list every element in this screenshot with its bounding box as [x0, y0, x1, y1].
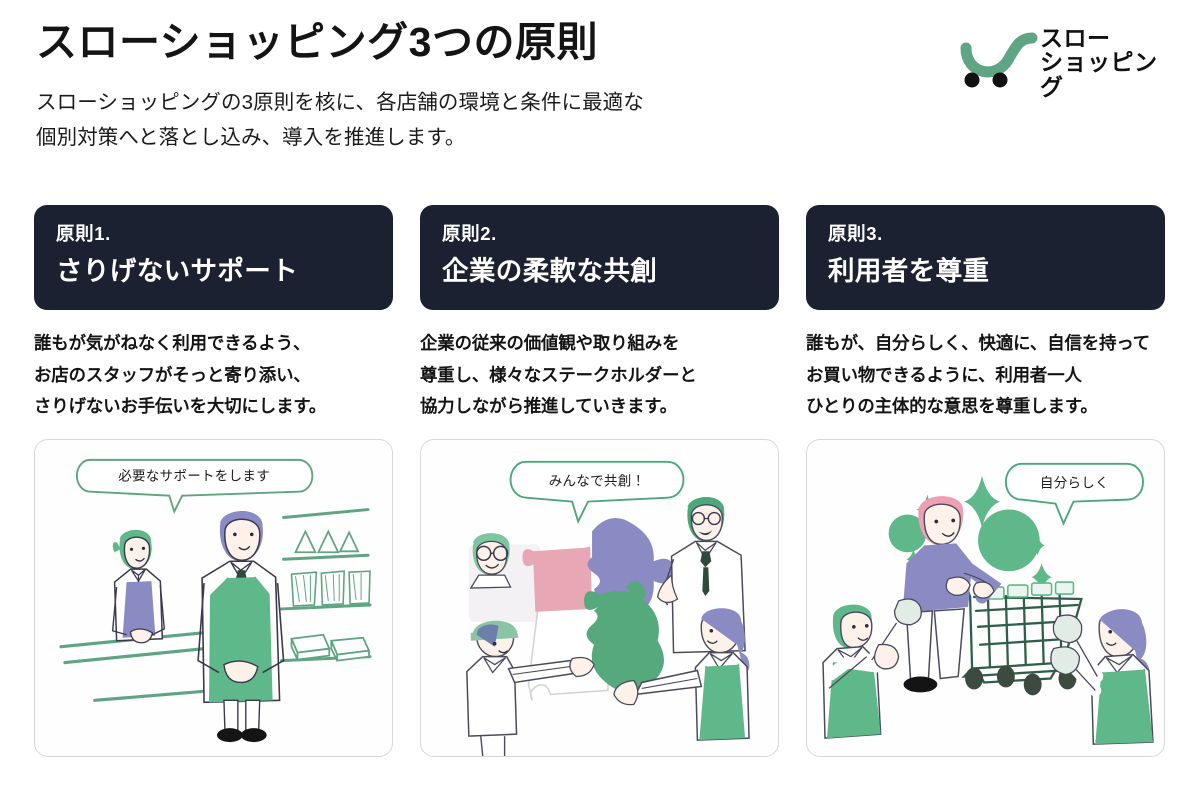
principle-number-1: 原則1.	[56, 223, 111, 244]
principle-number-2: 原則2.	[442, 223, 497, 244]
body-line: 尊重し、様々なステークホルダーと	[420, 364, 697, 385]
body-line: お買い物できるように、利用者一人	[806, 364, 1082, 385]
bubble-label-1: 必要なサポートをします	[118, 469, 270, 484]
bubble-label-3: 自分らしく	[1040, 476, 1109, 491]
principle-body-1: 誰もが気がねなく利用できるよう、 お店のスタッフがそっと寄り添い、 さりげないお…	[34, 328, 393, 423]
principle-heading-1: さりげないサポート	[56, 255, 299, 286]
shopping-cart-swoosh-icon	[956, 26, 1048, 90]
speech-bubble-1: 必要なサポートをします	[75, 458, 314, 515]
principle-card-2: 原則2. 企業の柔軟な共創	[420, 205, 779, 310]
body-line: 企業の従来の価値観や取り組みを	[420, 333, 680, 353]
principle-card-3: 原則3. 利用者を尊重	[806, 205, 1165, 310]
principle-heading-3: 利用者を尊重	[828, 255, 990, 286]
principle-body-2: 企業の従来の価値観や取り組みを 尊重し、様々なステークホルダーと 協力しながら推…	[420, 328, 779, 423]
principle-column-2: 原則2. 企業の柔軟な共創 企業の従来の価値観や取り組みを 尊重し、様々なステー…	[420, 205, 779, 758]
principle-heading-2: 企業の柔軟な共創	[442, 255, 658, 286]
illustration-panel-1: 必要なサポートをします	[34, 439, 393, 758]
logo-wordmark: スロー ショッピング	[1040, 26, 1174, 99]
principle-card-1: 原則1. さりげないサポート	[34, 205, 393, 310]
principle-column-3: 原則3. 利用者を尊重 誰もが、自分らしく、快適に、自信を持って お買い物できる…	[806, 205, 1165, 758]
page-subtitle: スローショッピングの3原則を核に、各店舗の環境と条件に最適な 個別対策へと落とし…	[36, 85, 856, 156]
logo-line-1: スロー	[1040, 25, 1111, 51]
logo-line-2: ショッピング	[1040, 49, 1158, 100]
subtitle-line-2: 個別対策へと落とし込み、導入を推進します。	[36, 126, 466, 150]
bubble-label-2: みんなで共創！	[549, 474, 646, 489]
body-line: 協力しながら推進していきます。	[420, 396, 678, 417]
principles-columns: 原則1. さりげないサポート 誰もが気がねなく利用できるよう、 お店のスタッフが…	[34, 205, 1166, 758]
illustration-panel-3: 自分らしく	[806, 439, 1165, 758]
page-title: スローショッピング3つの原則	[36, 19, 598, 65]
speech-bubble-2: みんなで共創！	[509, 460, 685, 525]
body-line: 誰もが気がねなく利用できるよう、	[34, 333, 311, 353]
brand-logo: スロー ショッピング	[956, 22, 1174, 99]
principle-body-3: 誰もが、自分らしく、快適に、自信を持って お買い物できるように、利用者一人 ひと…	[806, 328, 1165, 423]
speech-bubble-3: 自分らしく	[1004, 462, 1144, 526]
principle-column-1: 原則1. さりげないサポート 誰もが気がねなく利用できるよう、 お店のスタッフが…	[34, 205, 393, 758]
principle-number-3: 原則3.	[828, 223, 883, 244]
body-line: ひとりの主体的な意思を尊重します。	[806, 396, 1098, 417]
illustration-panel-2: みんなで共創！	[420, 439, 779, 758]
subtitle-line-1: スローショッピングの3原則を核に、各店舗の環境と条件に最適な	[36, 91, 644, 115]
header: スローショッピング3つの原則 スローショッピングの3原則を核に、各店舗の環境と条…	[36, 18, 856, 156]
body-line: さりげないお手伝いを大切にします。	[34, 396, 327, 417]
body-line: お店のスタッフがそっと寄り添い、	[34, 364, 311, 385]
body-line: 誰もが、自分らしく、快適に、自信を持って	[806, 333, 1151, 353]
